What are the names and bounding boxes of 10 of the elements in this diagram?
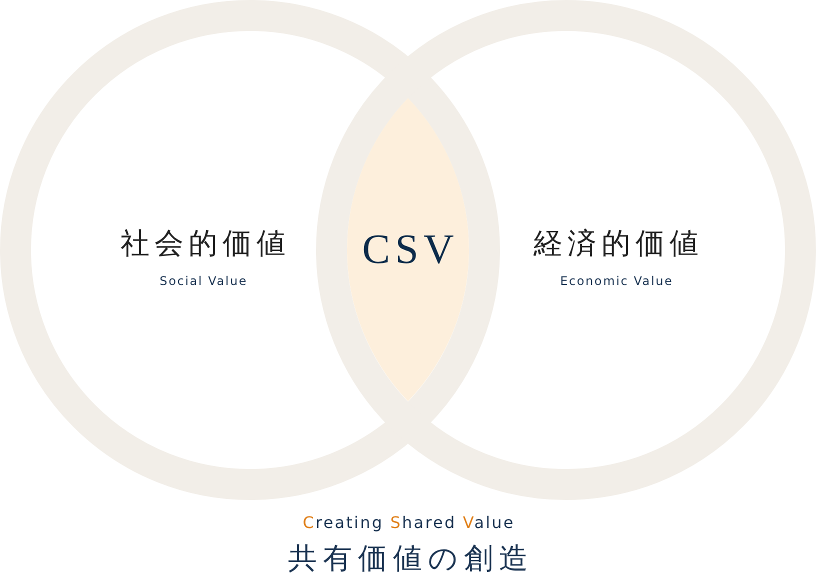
- circle-subheading: Economic Value: [559, 273, 674, 289]
- tagline-text: Creating Shared Value: [302, 512, 515, 534]
- value-circle: [316, 0, 816, 500]
- circle-heading: 社会的価値: [120, 225, 290, 261]
- overlap-lens: [347, 98, 469, 402]
- title-text: 共有価値の創造: [287, 540, 534, 576]
- value-circle: [0, 0, 500, 500]
- lens-label: CSV: [361, 228, 459, 272]
- circle-heading: 経済的価値: [532, 225, 704, 261]
- circle-subheading: Social Value: [158, 273, 248, 289]
